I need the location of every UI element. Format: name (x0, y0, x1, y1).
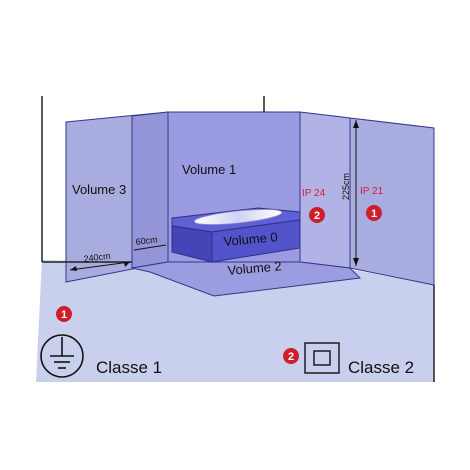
double-insulation-icon (304, 342, 340, 374)
marker-2-legend: 2 (283, 348, 299, 364)
dimension-225-label: 225cm (341, 173, 351, 200)
marker-2-on-wall: 2 (309, 207, 325, 223)
right-wall-volume-3 (349, 117, 435, 286)
arrowhead (353, 120, 359, 128)
classe-2-label: Classe 2 (348, 358, 414, 377)
bathtub-water (193, 209, 283, 225)
dimension-line-60 (133, 244, 167, 251)
marker-1-legend: 1 (56, 306, 72, 322)
volume-1-label: Volume 1 (182, 162, 236, 177)
volume-3-label: Volume 3 (72, 182, 126, 197)
arrowhead (124, 262, 130, 267)
dimension-60-label: 60cm (135, 234, 158, 247)
ip24-label: IP 24 (302, 188, 326, 199)
earth-ground-icon (40, 334, 84, 378)
marker-1-on-wall: 1 (366, 205, 382, 221)
svg-text:1: 1 (371, 208, 377, 220)
floor-volume-2 (131, 261, 362, 297)
arrowhead (353, 258, 359, 266)
svg-text:2: 2 (314, 210, 320, 222)
dimension-line-240 (69, 261, 131, 271)
svg-text:2: 2 (288, 351, 294, 363)
classe-1-label: Classe 1 (96, 358, 162, 377)
volume-0-label: Volume 0 (223, 229, 278, 249)
volume-2-label: Volume 2 (227, 258, 282, 278)
bathtub-side (171, 225, 213, 263)
floor-outer-zone (36, 260, 434, 382)
svg-text:1: 1 (61, 309, 67, 321)
arrowhead (70, 266, 77, 271)
dimension-240-label: 240cm (83, 251, 111, 264)
ip21-label: IP 21 (360, 186, 384, 197)
